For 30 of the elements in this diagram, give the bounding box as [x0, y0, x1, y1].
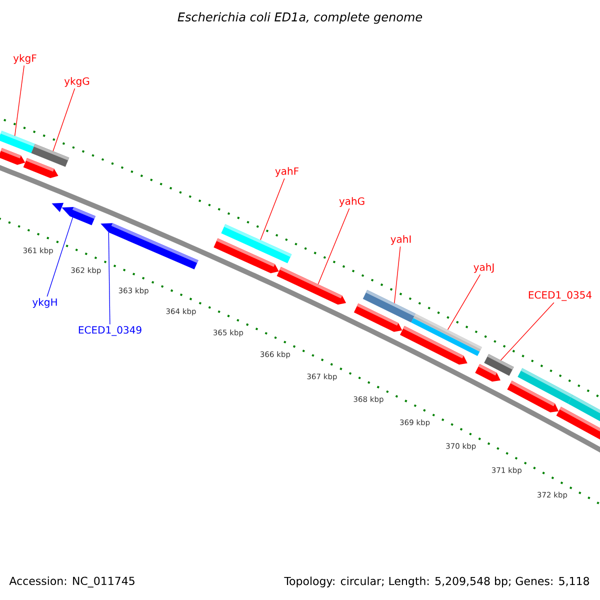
gene-bar — [31, 144, 70, 167]
gene-label: ykgG — [64, 77, 90, 87]
gene-bar — [221, 224, 292, 264]
gene-bar — [0, 130, 35, 154]
gene-bar — [100, 223, 198, 270]
leader-line — [447, 274, 481, 330]
title: Escherichia coli ED1a, complete genome — [178, 12, 422, 24]
gene-bar — [411, 314, 482, 356]
gene-label: yahF — [275, 167, 298, 177]
gene-label: ECED1_0349 — [78, 326, 142, 336]
leader-line — [108, 232, 110, 325]
leader-line — [394, 246, 401, 304]
gene-label: yahG — [339, 197, 364, 207]
leader-line — [500, 302, 554, 361]
footer-text: Topology: circular; Length: 5,209,548 bp; Genes: 5,118 — [284, 576, 590, 588]
footer-text: Accession: NC_011745 — [9, 576, 134, 588]
gene-bar — [276, 266, 346, 305]
gene-label: ykgF — [13, 54, 36, 64]
gene-bar — [362, 290, 416, 323]
gene-label: ykgH — [32, 298, 57, 308]
leader-line — [318, 208, 350, 285]
leader-line — [14, 65, 24, 136]
gene-bar — [62, 206, 96, 226]
gene-label: yahJ — [474, 263, 494, 273]
gene-label: yahI — [390, 235, 411, 245]
leader-line — [46, 217, 74, 297]
gene-label: ECED1_0354 — [528, 291, 592, 301]
leader-line — [52, 88, 76, 152]
leader-line — [260, 178, 285, 240]
gene-bar — [484, 354, 514, 376]
